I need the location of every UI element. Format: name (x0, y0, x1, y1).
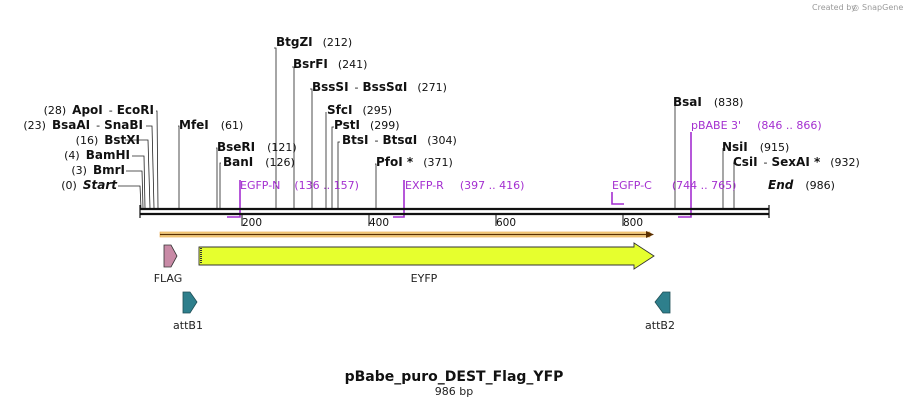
site-csii[interactable]: CsiI-SexAI *(932) (733, 155, 860, 169)
tick-label-600: 600 (496, 217, 516, 229)
feature-flag[interactable]: FLAG (154, 244, 183, 285)
svg-text:pBABE 3'(846 .. 866): pBABE 3'(846 .. 866) (691, 119, 822, 132)
map-title: pBabe_puro_DEST_Flag_YFP (345, 369, 564, 385)
site-bsssi[interactable]: BssSI-BssSαI(271) (312, 80, 447, 94)
site-bseri[interactable]: BseRI(121) (217, 140, 297, 154)
site-bstxi[interactable]: (16)BstXI (76, 133, 140, 147)
feature-attb1-label: attB1 (173, 319, 203, 332)
orf-arrow[interactable] (159, 231, 654, 238)
feature-attb2[interactable]: attB2 (645, 291, 675, 332)
site-bmri[interactable]: (3)BmrI (71, 163, 125, 177)
primer-exfp-r[interactable]: EXFP-R(397 .. 416) (393, 179, 524, 218)
primer-egfp-c[interactable]: EGFP-C(744 .. 765) (611, 179, 736, 205)
primer-pbabe3[interactable]: pBABE 3'(846 .. 866) (678, 119, 822, 218)
site-bani[interactable]: BanI(126) (223, 155, 295, 169)
tick-label-800: 800 (623, 217, 643, 229)
primer-egfp-n[interactable]: EGFP-N(136 .. 157) (227, 179, 359, 218)
site-apoi[interactable]: (28)ApoI-EcoRI (44, 103, 154, 117)
feature-eyfp-label: EYFP (411, 272, 438, 285)
feature-attb1[interactable]: attB1 (173, 291, 203, 332)
snapgene-logo-icon: ◎ (852, 3, 859, 12)
tick-label-400: 400 (369, 217, 389, 229)
site-sfci[interactable]: SfcI(295) (327, 103, 392, 117)
credit-brand: SnapGene (862, 3, 903, 12)
site-btgzi[interactable]: BtgZI(212) (276, 35, 352, 49)
site-start[interactable]: (0)Start (61, 178, 118, 192)
credit-prefix: Created by (812, 3, 856, 12)
site-psti[interactable]: PstI(299) (334, 118, 400, 132)
tick-label-200: 200 (242, 217, 262, 229)
site-end[interactable]: End(986) (768, 178, 835, 192)
site-bsaai[interactable]: (23)BsaAI-SnaBI (23, 118, 143, 132)
sequence-backbone (139, 205, 770, 218)
feature-eyfp[interactable]: EYFP (198, 242, 655, 285)
svg-text:EGFP-C(744 .. 765): EGFP-C(744 .. 765) (612, 179, 736, 192)
svg-text:EGFP-N(136 .. 157): EGFP-N(136 .. 157) (240, 179, 359, 192)
site-pfoi[interactable]: PfoI *(371) (376, 155, 453, 169)
site-nsii[interactable]: NsiI(915) (722, 140, 789, 154)
site-mfei[interactable]: MfeI(61) (179, 118, 243, 132)
site-bsrfi[interactable]: BsrFI(241) (293, 57, 367, 71)
svg-text:EXFP-R(397 .. 416): EXFP-R(397 .. 416) (405, 179, 524, 192)
site-bamhi[interactable]: (4)BamHI (64, 148, 130, 162)
ruler-ticks (241, 214, 624, 226)
feature-flag-label: FLAG (154, 272, 183, 285)
site-pointer-lines (118, 47, 735, 209)
site-btsi[interactable]: BtsI-BtsαI(304) (342, 133, 457, 147)
site-bsai[interactable]: BsaI(838) (673, 95, 743, 109)
map-length: 986 bp (435, 385, 473, 398)
feature-attb2-label: attB2 (645, 319, 675, 332)
